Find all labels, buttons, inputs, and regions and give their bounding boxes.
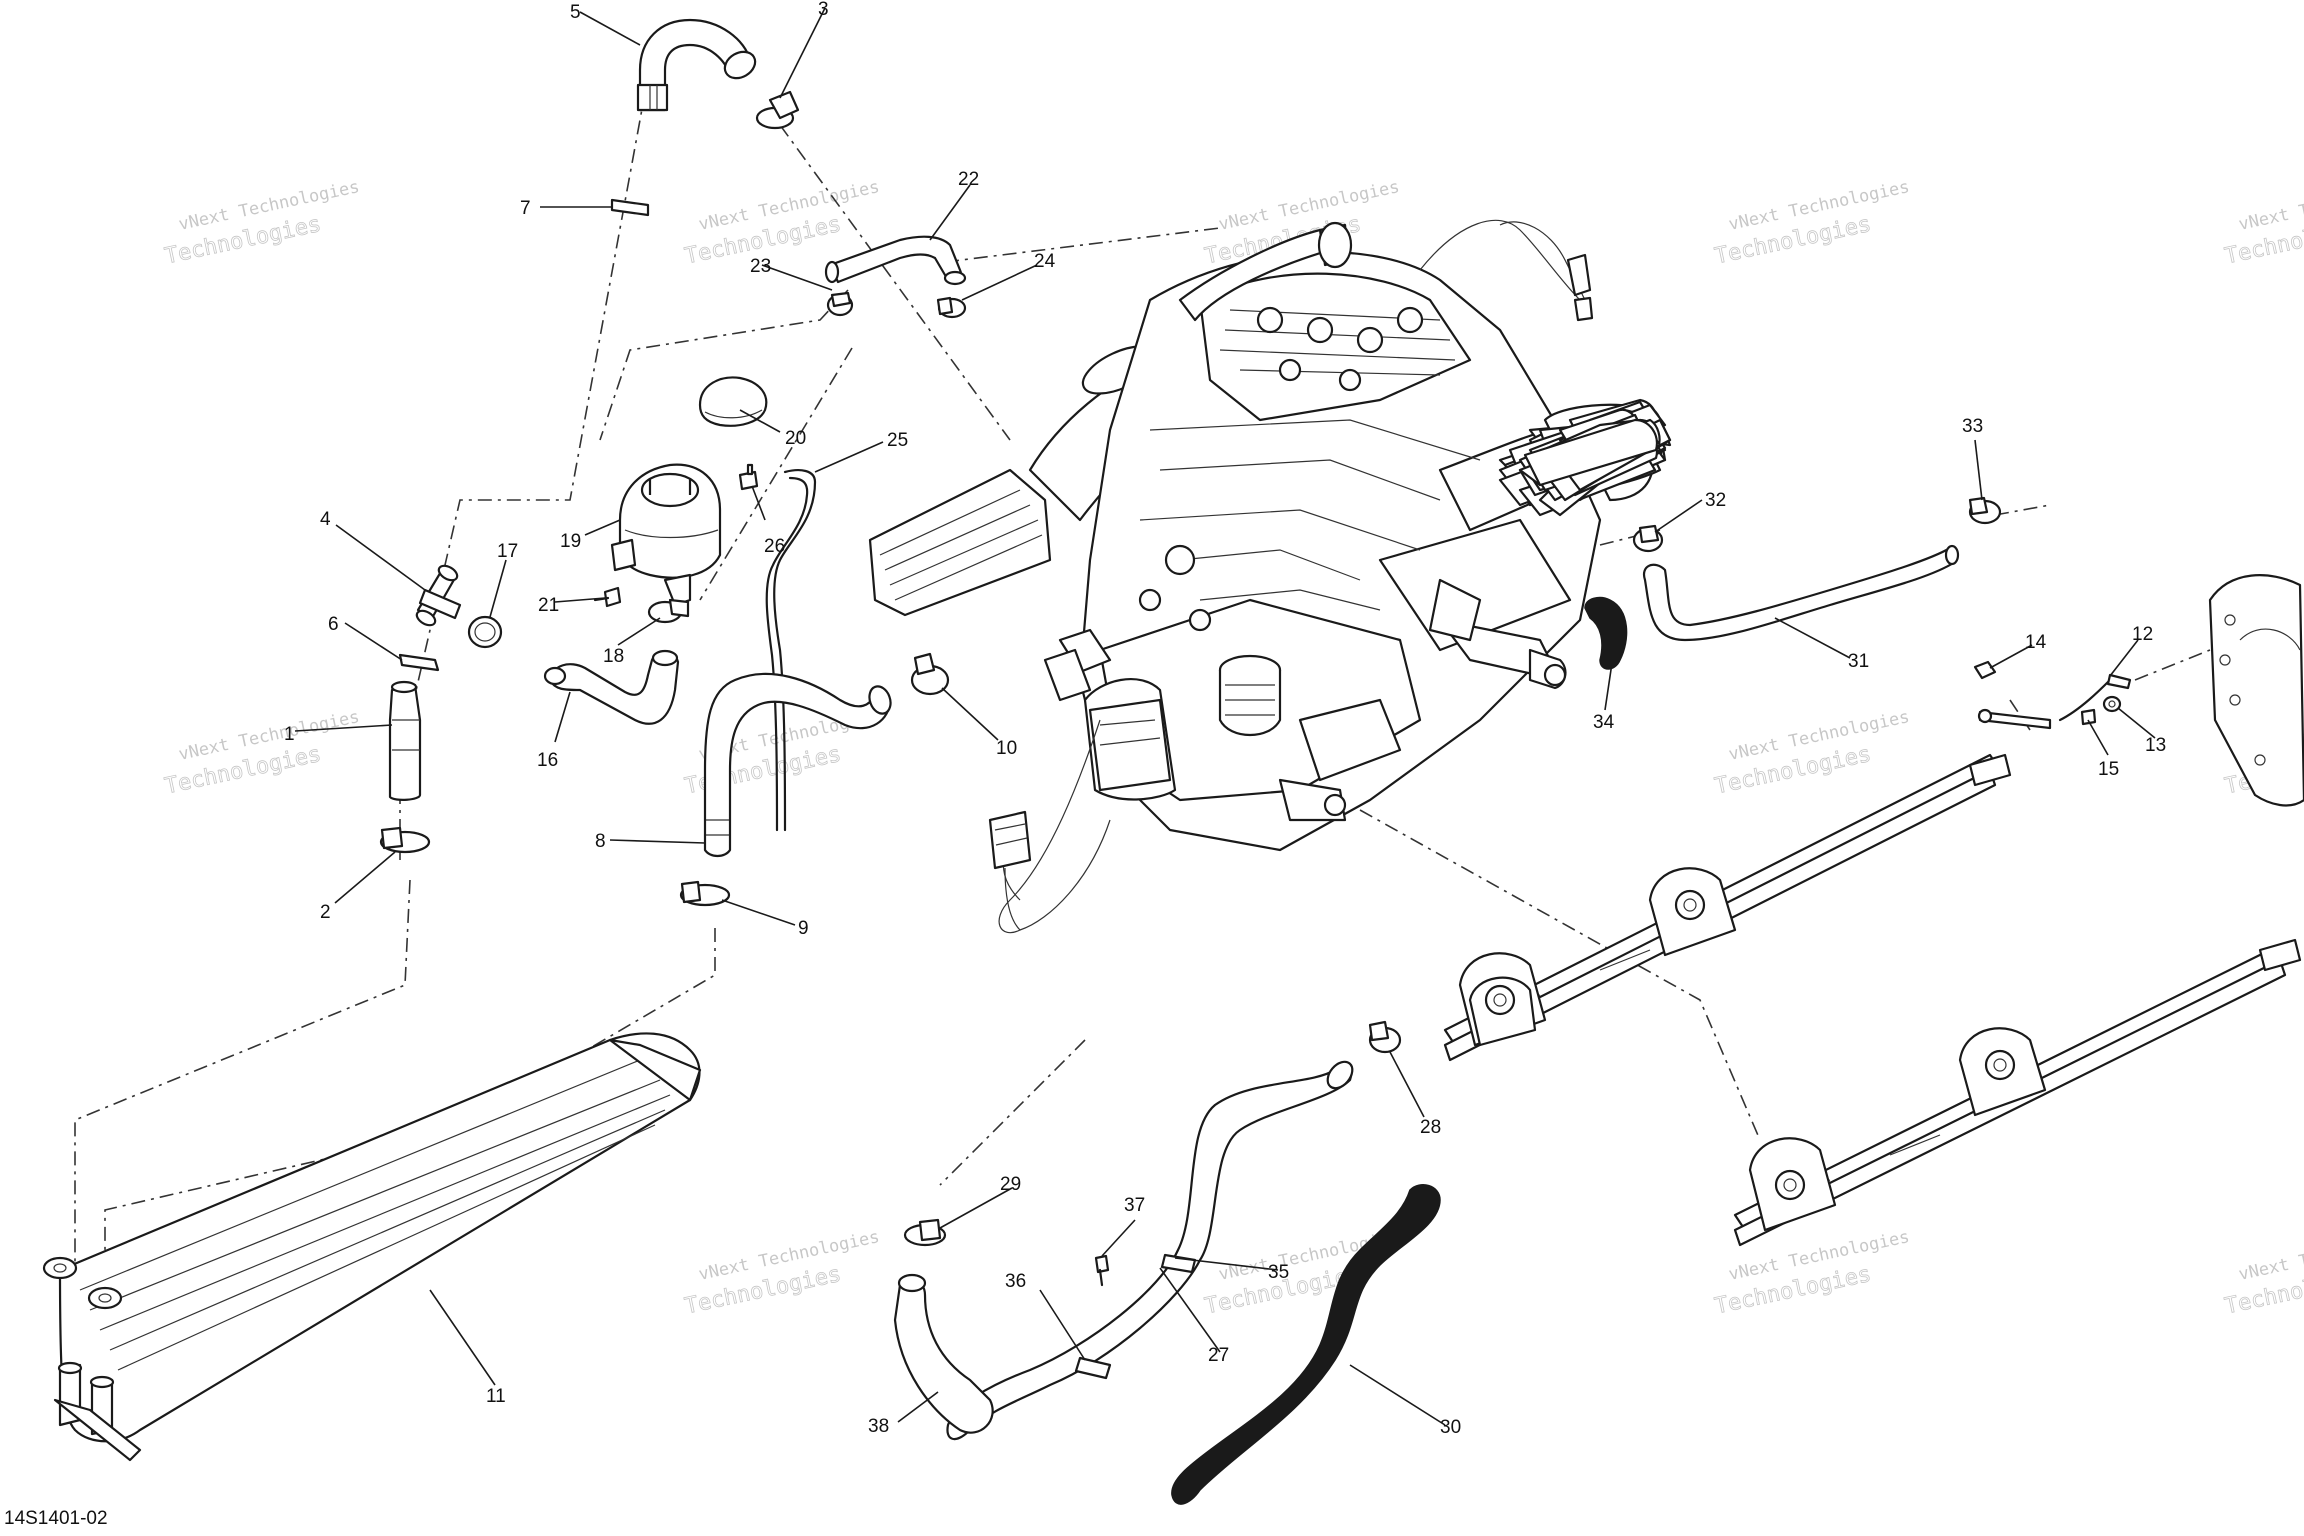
callout-30: 30 (1440, 1417, 1461, 1438)
callout-4: 4 (320, 509, 331, 530)
part-9-clamp (679, 880, 731, 907)
part-15-bolt (2080, 708, 2097, 726)
callout-16: 16 (537, 750, 558, 771)
callout-17: 17 (497, 541, 518, 562)
part-19-coolant-reservoir (610, 463, 722, 607)
part-26-fitting (738, 463, 759, 491)
part-23-clamp (826, 291, 854, 317)
part-16-hose (543, 649, 680, 725)
part-20-cap (698, 376, 768, 427)
callout-38: 38 (868, 1416, 889, 1437)
part-2-clamp (379, 826, 431, 854)
callout-37: 37 (1124, 1195, 1145, 1216)
part-29-clamp (903, 1218, 947, 1247)
part-34-hose (1584, 596, 1628, 670)
part-17-o-ring (467, 615, 503, 649)
part-22-hose (824, 235, 967, 286)
part-32-clamp (1632, 524, 1664, 553)
part-7-clip (610, 198, 650, 217)
part-38-hose (893, 1273, 994, 1434)
part-8-radiator-hose (703, 672, 892, 858)
callout-15: 15 (2098, 759, 2119, 780)
part-28-clamp (1368, 1020, 1402, 1054)
part-24-clamp (936, 296, 967, 319)
part-1-hose (388, 680, 422, 801)
callout-9: 9 (798, 918, 809, 939)
callout-12: 12 (2132, 624, 2153, 645)
callout-11: 11 (486, 1386, 506, 1407)
part-5-hose-elbow (636, 18, 757, 112)
part-13-washer (2102, 695, 2122, 713)
part-6-clamp (398, 653, 440, 672)
callout-2: 2 (320, 902, 331, 923)
callout-14: 14 (2025, 632, 2047, 653)
callout-10: 10 (996, 738, 1017, 759)
part-12-ground-strap (1977, 673, 2132, 730)
callout-31: 31 (1848, 651, 1869, 672)
part-25-vent-hose (765, 469, 817, 832)
watermark: vNext Technologies (2237, 177, 2304, 235)
part-11-radiator (53, 1032, 702, 1462)
engine-assembly (868, 219, 1672, 934)
figure-id-label: 14S1401-02 (4, 1508, 108, 1529)
callout-8: 8 (595, 831, 606, 852)
callout-3: 3 (818, 0, 829, 20)
callout-20: 20 (785, 428, 806, 449)
engine-mount-rail-lower (1733, 938, 2302, 1247)
callout-23: 23 (750, 256, 771, 277)
callout-34: 34 (1593, 712, 1615, 733)
callout-32: 32 (1705, 490, 1726, 511)
part-10-clamp (910, 652, 950, 696)
callout-29: 29 (1000, 1174, 1021, 1195)
callout-21: 21 (538, 595, 559, 616)
callout-1: 1 (284, 724, 295, 745)
callout-labels: 1 2 3 4 5 6 7 8 9 10 11 12 13 14 15 16 1… (284, 0, 2166, 1438)
callout-36: 36 (1005, 1271, 1026, 1292)
part-31-pipe (1642, 544, 1960, 642)
callout-6: 6 (328, 614, 339, 635)
radiator-washers (42, 1256, 123, 1310)
callout-18: 18 (603, 646, 624, 667)
engine-mount-rail-upper (1443, 753, 2012, 1062)
callout-5: 5 (570, 2, 581, 23)
part-21-screw (593, 586, 622, 608)
callout-26: 26 (764, 536, 785, 557)
part-33-clamp (1968, 496, 2002, 525)
callout-19: 19 (560, 531, 581, 552)
part-37-screw (1094, 1254, 1110, 1287)
callout-27: 27 (1208, 1345, 1229, 1366)
callout-25: 25 (887, 430, 908, 451)
callout-22: 22 (958, 169, 979, 190)
part-30-corrugated-hose (1171, 1184, 1441, 1505)
callout-24: 24 (1034, 251, 1056, 272)
part-3-clamp (755, 90, 800, 130)
callout-28: 28 (1420, 1117, 1441, 1138)
callout-35: 35 (1268, 1262, 1289, 1283)
part-4-tee-fitting (415, 564, 462, 627)
leader-lines (294, 7, 2156, 1426)
callout-33: 33 (1962, 416, 1983, 437)
part-18-clamp (647, 598, 690, 624)
watermark: vNext Technologies (2237, 1227, 2304, 1285)
part-14-nut (1973, 660, 1997, 680)
callout-13: 13 (2145, 735, 2166, 756)
right-edge-housing (2208, 574, 2304, 807)
callout-7: 7 (520, 198, 531, 219)
